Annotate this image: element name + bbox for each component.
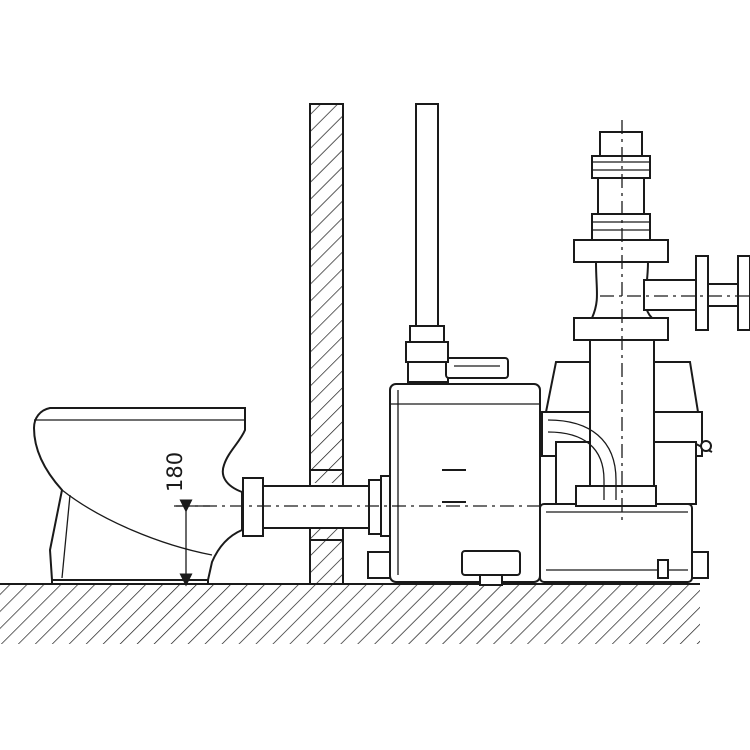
- tank-handle: [461, 550, 521, 576]
- floor: [0, 583, 700, 644]
- lifting-station-tank: [367, 357, 709, 586]
- gate-valve: [643, 255, 750, 331]
- dimension-label: 180: [163, 452, 187, 492]
- discharge-pipe: [573, 131, 669, 341]
- tank-left-foot: [367, 551, 393, 579]
- tank-body: [389, 383, 541, 583]
- center-lines: [176, 120, 750, 520]
- toilet: [32, 407, 246, 584]
- pump-motor: [541, 335, 713, 507]
- vent-pipe: [405, 103, 449, 363]
